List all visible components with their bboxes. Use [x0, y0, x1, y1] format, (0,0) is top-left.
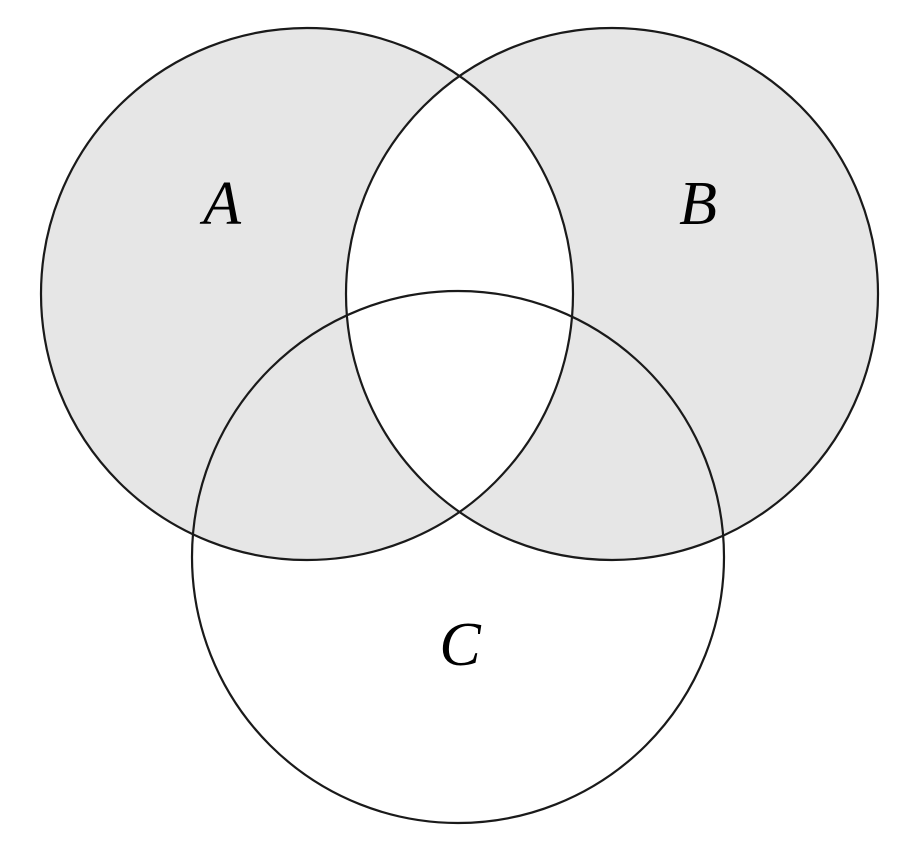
shaded-region-group [41, 28, 878, 560]
set-circle-c[interactable] [190, 289, 726, 825]
set-circle-b[interactable] [344, 26, 880, 562]
set-circle-a[interactable] [39, 26, 575, 562]
set-label-b: B [679, 170, 717, 238]
set-labels-group: A B C [199, 170, 717, 679]
set-label-a: A [199, 170, 242, 238]
set-label-c: C [439, 611, 481, 679]
shaded-region-a-symmetric-difference-b [41, 28, 878, 560]
set-outlines-group [39, 26, 880, 825]
